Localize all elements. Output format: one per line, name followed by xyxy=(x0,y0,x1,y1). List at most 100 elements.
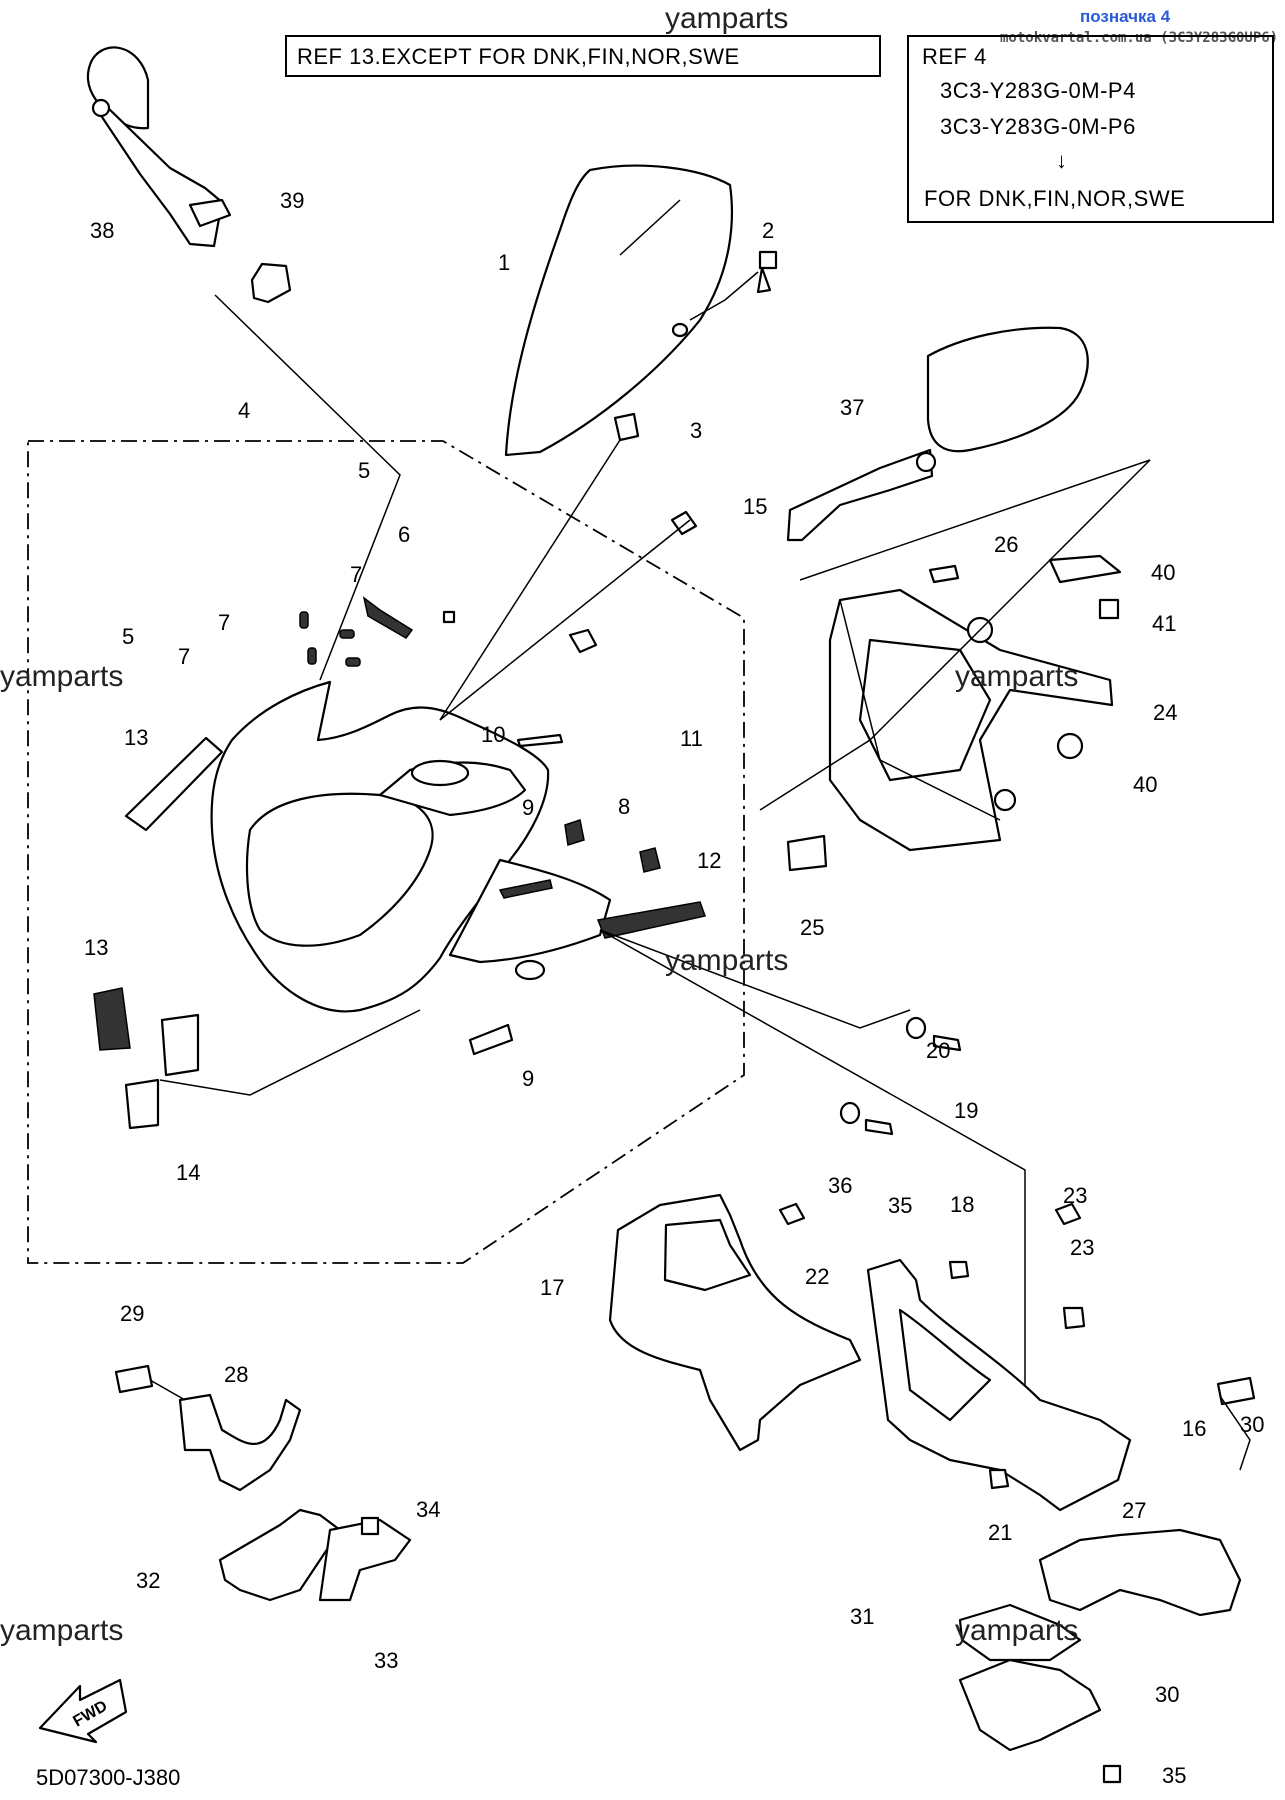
callout-20: 20 xyxy=(926,1038,950,1063)
site-text: motokvartal.com.ua (3C3Y283G0UP6) xyxy=(1000,30,1278,46)
ref13-note: REF 13.EXCEPT FOR DNK,FIN,NOR,SWE xyxy=(297,44,740,69)
watermark-left-1: yamparts xyxy=(0,660,123,693)
cowling-assembly-outline xyxy=(27,440,745,1264)
callout-40: 40 xyxy=(1133,772,1157,797)
callout-18: 18 xyxy=(950,1192,974,1217)
panel-34 xyxy=(318,1518,412,1602)
callout-24: 24 xyxy=(1153,700,1177,725)
callout-41: 41 xyxy=(1152,611,1176,636)
part-9-lower xyxy=(468,1023,514,1056)
callout-21: 21 xyxy=(988,1520,1012,1545)
callout-13: 13 xyxy=(124,725,148,750)
side-panel-17-inner xyxy=(898,1308,992,1422)
callout-35: 35 xyxy=(888,1193,912,1218)
screw-19 xyxy=(948,1260,970,1280)
callout-35: 35 xyxy=(1162,1763,1186,1788)
leader-19-17 xyxy=(599,929,1026,1420)
mirror-right xyxy=(786,326,1089,542)
callout-7: 7 xyxy=(350,562,362,587)
callout-8: 8 xyxy=(618,794,630,819)
leader-30-right xyxy=(1219,1395,1251,1471)
leader-3 xyxy=(439,439,621,721)
leader-2 xyxy=(689,271,759,321)
callout-7: 7 xyxy=(218,610,230,635)
side-panel-17 xyxy=(866,1258,1132,1512)
screw-23-left xyxy=(778,1202,806,1226)
nut-22 xyxy=(988,1468,1010,1490)
washer-37 xyxy=(839,1101,861,1125)
reflector-15b xyxy=(124,1078,160,1130)
watermark-top: yamparts xyxy=(665,2,788,35)
callout-28: 28 xyxy=(224,1362,248,1387)
bracket-40-right xyxy=(1048,554,1122,584)
callout-12: 12 xyxy=(697,848,721,873)
part-12 xyxy=(568,628,598,654)
rivet-35-right xyxy=(1102,1764,1122,1784)
leader-stay xyxy=(759,459,1151,811)
part-8a xyxy=(564,819,585,846)
callout-19: 19 xyxy=(954,1098,978,1123)
callout-34: 34 xyxy=(416,1497,440,1522)
part-10 xyxy=(516,733,564,748)
grommet-3 xyxy=(613,412,640,442)
part-7c xyxy=(339,629,355,639)
callout-4: 4 xyxy=(238,398,250,423)
ref4-applies: FOR DNK,FIN,NOR,SWE xyxy=(924,186,1185,211)
part-9-upper xyxy=(498,879,553,899)
bolt-27 xyxy=(928,564,960,584)
screw-23-right xyxy=(1054,1202,1082,1226)
callout-17: 17 xyxy=(540,1275,564,1300)
damper-42 xyxy=(1098,598,1120,620)
part-7a xyxy=(299,611,309,629)
screw-2 xyxy=(756,250,778,294)
callout-23: 23 xyxy=(1070,1235,1094,1260)
callout-36: 36 xyxy=(828,1173,852,1198)
callout-30: 30 xyxy=(1240,1412,1264,1437)
callout-9: 9 xyxy=(522,795,534,820)
callout-39: 39 xyxy=(280,188,304,213)
callout-31: 31 xyxy=(850,1604,874,1629)
callout-37: 37 xyxy=(840,395,864,420)
callout-29: 29 xyxy=(120,1301,144,1326)
ref13-note-box xyxy=(285,35,881,77)
windscreen-line xyxy=(619,199,681,256)
marker-label: позначка 4 xyxy=(1080,7,1171,26)
ref4-box xyxy=(907,35,1274,223)
part-32 xyxy=(958,1603,1082,1662)
part-11 xyxy=(442,610,456,624)
leader-20-21 xyxy=(599,929,911,1029)
watermark-center: yamparts xyxy=(665,944,788,977)
callout-23: 23 xyxy=(1063,1183,1087,1208)
reflector-15a xyxy=(160,1013,200,1077)
callout-10: 10 xyxy=(481,722,505,747)
callout-25: 25 xyxy=(800,915,824,940)
grommet-24 xyxy=(1062,1306,1086,1330)
screw-20 xyxy=(932,1034,962,1052)
part-26 xyxy=(786,834,828,872)
callout-15: 15 xyxy=(743,494,767,519)
rivet-35-left xyxy=(360,1516,380,1536)
screw-36 xyxy=(864,1118,894,1136)
bracket-40-left xyxy=(250,262,292,304)
callout-5: 5 xyxy=(358,458,370,483)
part-8b xyxy=(639,847,661,873)
stay-25 xyxy=(828,588,1114,852)
mirror-left xyxy=(86,46,232,248)
part-6 xyxy=(362,596,414,639)
callout-9: 9 xyxy=(522,1066,534,1091)
callout-7: 7 xyxy=(178,644,190,669)
leader-16 xyxy=(439,519,691,721)
ref4-title: REF 4 xyxy=(922,44,987,69)
callout-26: 26 xyxy=(994,532,1018,557)
callout-13: 13 xyxy=(84,935,108,960)
callout-1: 1 xyxy=(498,250,510,275)
windscreen xyxy=(504,164,734,457)
diagram-code: 5D07300-J380 xyxy=(36,1765,180,1790)
callout-33: 33 xyxy=(374,1648,398,1673)
bracket-29 xyxy=(178,1393,302,1492)
callout-16: 16 xyxy=(1182,1416,1206,1441)
reflector-14 xyxy=(93,987,131,1051)
bolt-30-left xyxy=(114,1364,154,1394)
part-7d xyxy=(345,657,361,667)
